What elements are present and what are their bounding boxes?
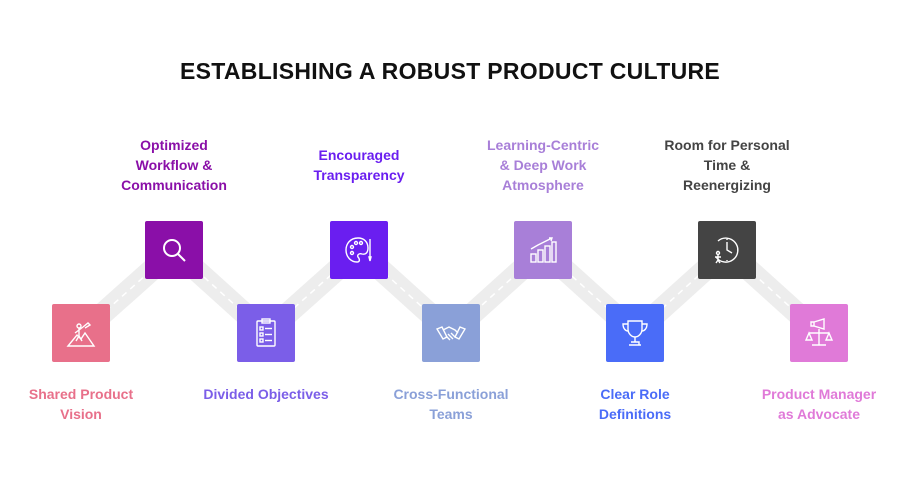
- megaphone-scale-icon: [804, 318, 834, 346]
- step-5-box: [422, 304, 480, 362]
- diagram-title: ESTABLISHING A ROBUST PRODUCT CULTURE: [179, 58, 721, 84]
- step-3-box: [237, 304, 295, 362]
- search-icon: [163, 239, 186, 262]
- bar-chart-icon: [530, 237, 557, 263]
- step-8-box: [698, 221, 756, 279]
- step-4-box: [330, 221, 388, 279]
- palette-icon: [345, 237, 372, 263]
- step-6-box: [514, 221, 572, 279]
- handshake-icon: [435, 326, 467, 341]
- checklist-icon: [256, 318, 276, 347]
- trophy-icon: [622, 320, 648, 346]
- step-7-box: [606, 304, 664, 362]
- clock-icon: [715, 237, 739, 264]
- step-9-box: [790, 304, 848, 362]
- step-1-box: [52, 304, 110, 362]
- step-2-box: [145, 221, 203, 279]
- step-3-label: Divided Objectives: [203, 386, 329, 402]
- mountain-flag-icon: [66, 322, 96, 347]
